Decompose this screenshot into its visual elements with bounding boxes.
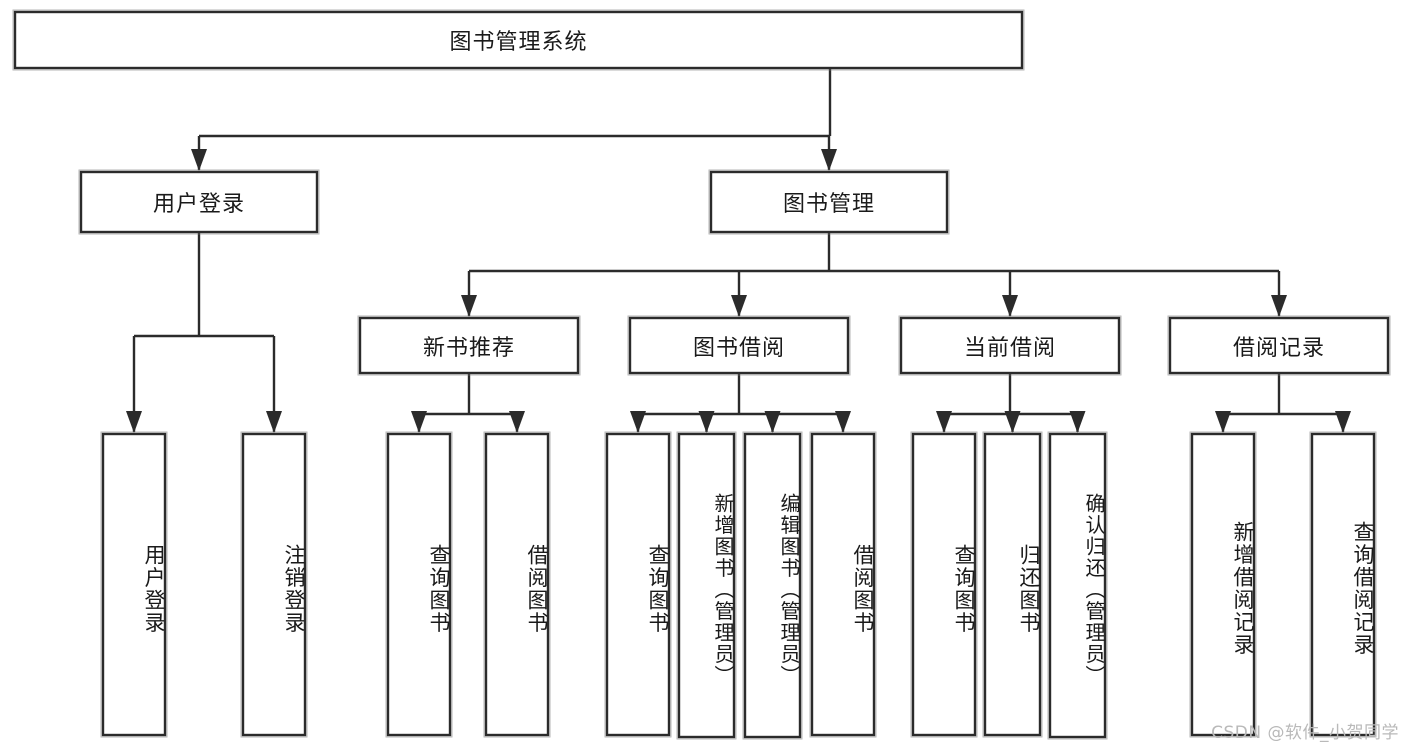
node-box-leaf-query-book-borrow[interactable] — [604, 431, 672, 738]
connector-arrow-icon — [764, 411, 781, 433]
connector-arrow-icon — [266, 411, 282, 433]
node-box-leaf-query-book-recommend[interactable] — [385, 431, 453, 738]
node-box-leaf-confirm-return[interactable] — [1047, 431, 1108, 740]
connector-arrow-icon — [630, 411, 646, 433]
connector-arrow-icon — [1004, 411, 1021, 433]
connector-arrow-icon — [1215, 411, 1231, 433]
node-box-current-borrow[interactable] — [898, 315, 1122, 376]
connector-arrow-icon — [821, 149, 837, 171]
connector-arrow-icon — [1069, 411, 1086, 433]
connector-arrow-icon — [461, 295, 477, 317]
node-box-borrow-record[interactable] — [1167, 315, 1391, 376]
node-box-leaf-add-borrow-record[interactable] — [1189, 431, 1257, 738]
connector-arrow-icon — [1002, 295, 1018, 317]
node-box-new-book-recommend[interactable] — [357, 315, 581, 376]
connector-arrow-icon — [191, 149, 207, 171]
node-box-leaf-logout[interactable] — [240, 431, 308, 738]
connector-arrow-icon — [509, 411, 525, 433]
connector-arrow-icon — [835, 411, 851, 433]
node-box-book-borrow[interactable] — [627, 315, 851, 376]
connectors-layer — [126, 68, 1351, 433]
connector-arrow-icon — [1271, 295, 1287, 317]
connector-arrow-icon — [126, 411, 142, 433]
connector-arrow-icon — [411, 411, 427, 433]
node-box-leaf-return-book[interactable] — [982, 431, 1043, 738]
watermark-text: CSDN @软件_小贺同学 — [1211, 723, 1399, 743]
node-box-leaf-query-borrow-record[interactable] — [1309, 431, 1377, 738]
node-box-leaf-borrow-book-recommend[interactable] — [483, 431, 551, 738]
node-box-leaf-user-login[interactable] — [100, 431, 168, 738]
connector-arrow-icon — [1335, 411, 1351, 433]
node-box-leaf-add-book[interactable] — [676, 431, 737, 740]
node-box-user-login[interactable] — [78, 169, 320, 235]
node-box-leaf-query-book-current[interactable] — [910, 431, 978, 738]
node-box-leaf-edit-book[interactable] — [742, 431, 803, 740]
connector-arrow-icon — [936, 411, 952, 433]
node-box-root[interactable] — [12, 9, 1025, 71]
connector-arrow-icon — [731, 295, 747, 317]
node-box-leaf-borrow-book[interactable] — [809, 431, 877, 738]
nodes-layer — [12, 9, 1391, 740]
connector-arrow-icon — [698, 411, 715, 433]
node-box-book-management[interactable] — [708, 169, 950, 235]
